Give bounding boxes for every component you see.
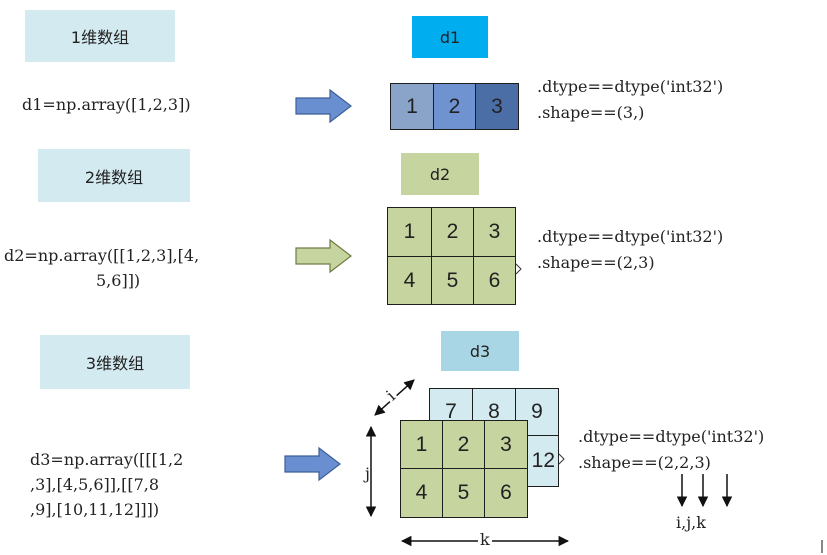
d1-cell-3: 3	[475, 83, 519, 130]
d3-front-cell-6: 6	[484, 468, 528, 518]
d2-cell-1: 1	[387, 207, 432, 257]
d3-front-cell-2: 2	[442, 420, 485, 469]
d1-cell-1: 1	[390, 83, 434, 130]
axis-j-label: j	[365, 462, 370, 485]
section1-name-box: d1	[412, 16, 488, 58]
section2-code-line1: d2=np.array([[1,2,3],[4,	[4, 246, 200, 265]
section3-name-box: d3	[441, 331, 519, 371]
section1-arrow	[295, 88, 352, 124]
section3-shape: .shape==(2,2,3)	[578, 453, 711, 472]
d2-cell-6: 6	[473, 256, 516, 305]
section2-name-box: d2	[401, 153, 479, 195]
section2-label: 2维数组	[38, 149, 190, 202]
section2-shape: .shape==(2,3)	[537, 253, 655, 272]
d3-front-cell-1: 1	[400, 420, 443, 469]
section1-dtype: .dtype==dtype('int32')	[537, 77, 724, 96]
section2-arrow	[295, 238, 352, 274]
section3-code-line3: ,9],[10,11,12]]])	[30, 500, 160, 519]
d3-front-cell-5: 5	[442, 468, 485, 518]
d2-cell-3: 3	[473, 207, 516, 257]
section1-label: 1维数组	[25, 10, 175, 62]
section3-code-line1: d3=np.array([[[1,2	[30, 450, 184, 469]
d3-front-cell-4: 4	[400, 468, 443, 518]
section2-bracket-mark	[515, 263, 522, 275]
d2-cell-2: 2	[431, 207, 474, 257]
axis-k-label: k	[478, 530, 492, 549]
d3-front-cell-3: 3	[484, 420, 528, 469]
section2-dtype: .dtype==dtype('int32')	[537, 227, 724, 246]
section1-code: d1=np.array([1,2,3])	[22, 95, 191, 114]
section3-dtype: .dtype==dtype('int32')	[578, 427, 765, 446]
section3-bracket-mark	[558, 453, 565, 465]
section1-shape: .shape==(3,)	[537, 103, 645, 122]
section3-label: 3维数组	[40, 335, 190, 389]
d2-cell-5: 5	[431, 256, 474, 305]
section2-code-line2: 5,6]])	[96, 271, 141, 290]
section3-axes-caption: i,j,k	[676, 513, 706, 532]
section3-code-line2: ,3],[4,5,6]],[[7,8	[30, 475, 160, 494]
section3-arrow	[284, 446, 341, 482]
